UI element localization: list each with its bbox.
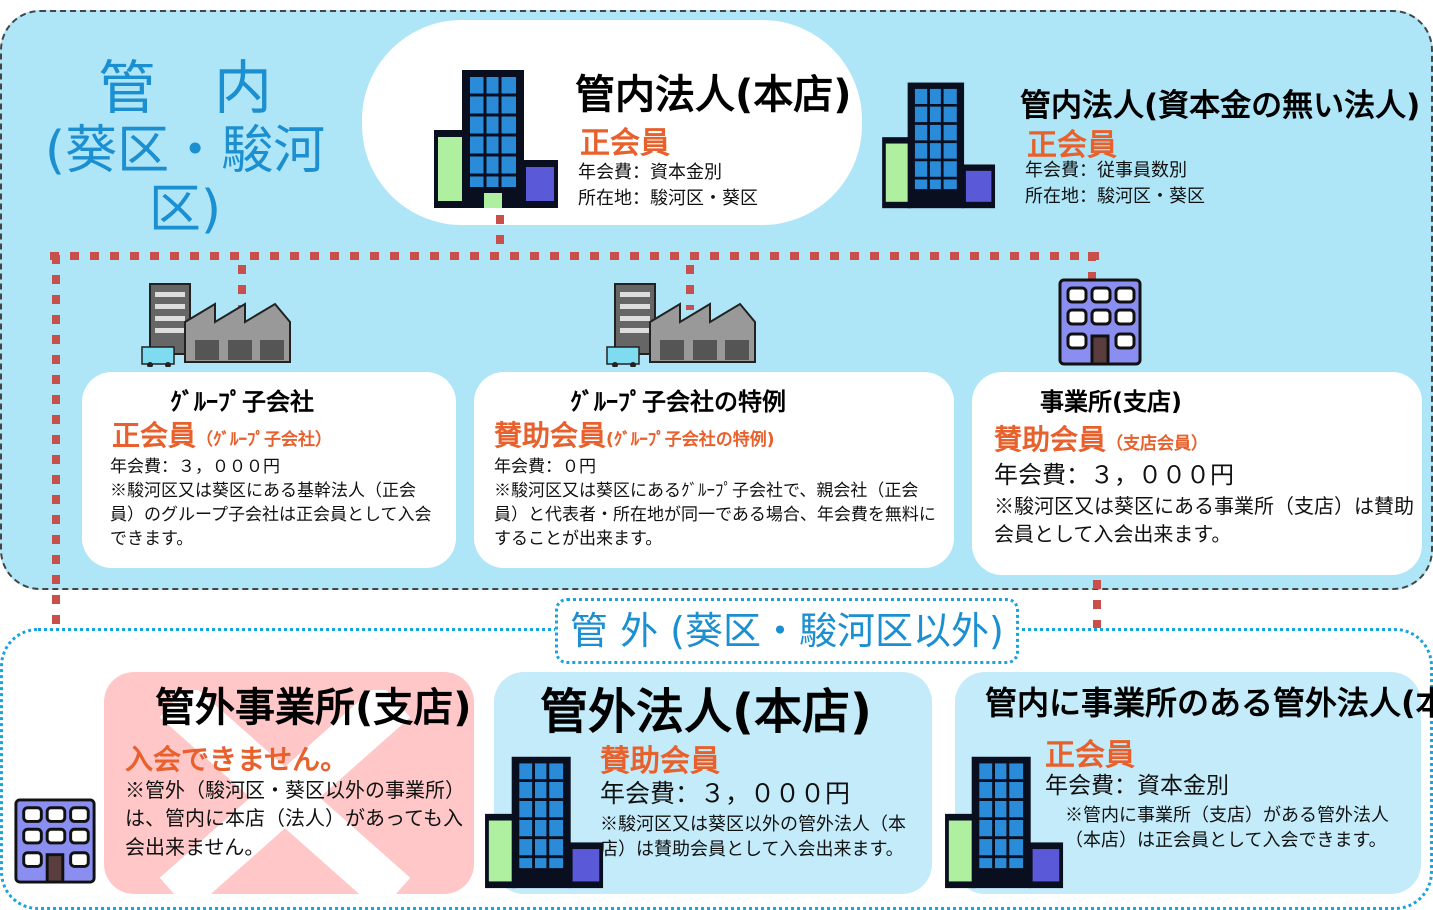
connector-branch [1088,252,1096,282]
outer-honten-name: 管外法人(本店) [540,684,872,740]
group-name: ｸﾞﾙｰﾌﾟ子会社 [170,388,314,416]
honten-line2: 所在地：駿河区・葵区 [578,187,758,209]
group-special-rank-note: (ｸﾞﾙｰﾌﾟ子会社の特例) [606,430,775,450]
group-note: ※駿河区又は葵区にある基幹法人（正会員）のグループ子会社は正会員として入会できま… [110,481,432,550]
card-group-special [474,372,954,568]
group-special-rank: 賛助会員 [494,419,607,452]
branch-rank-row: 賛助会員（支店会員） [994,418,1208,458]
group-special-note: ※駿河区又は葵区にあるｸﾞﾙｰﾌﾟ子会社で、親会社（正会員）と代表者・所在地が同… [494,481,936,550]
card-group [82,372,456,568]
outer-branch-note: ※管外（駿河区・葵区以外の事業所）は、管内に本店（法人）があっても入会出来ません… [125,778,465,859]
outer-with-office-desc: 年会費：資本金別 ※管内に事業所（支店）がある管外法人（本店）は正会員として入会… [1045,770,1405,854]
branch-building-icon [1058,278,1142,366]
connector-branch-down [1093,580,1101,675]
no-capital-name: 管内法人(資本金の無い法人) [1020,88,1421,124]
outer-with-office-note: ※管内に事業所（支店）がある管外法人（本店）は正会員として入会できます。 [1065,804,1389,852]
outer-honten-rank: 賛助会員 [600,744,720,779]
honten-name: 管内法人(本店) [575,72,852,118]
factory-icon [141,283,291,367]
honten-desc: 年会費：資本金別 所在地：駿河区・葵区 [578,160,758,211]
inner-title: 管 内 (葵区・駿河区) [20,55,350,241]
outer-honten-desc: 年会費：３，０００円 ※駿河区又は葵区以外の管外法人（本店）は賛助会員として入会… [600,776,920,863]
cross-mark-icon [159,690,411,900]
no-capital-rank: 正会員 [1027,128,1117,163]
branch-note: ※駿河区又は葵区にある事業所（支店）は賛助会員として入会出来ます。 [994,494,1414,547]
connector-group [238,265,246,310]
outer-title: 管 外 (葵区・駿河区以外) [555,598,1019,664]
card-branch [972,372,1422,575]
office-tower-icon [434,70,558,208]
group-rank-row: 正会員（ｸﾞﾙｰﾌﾟ子会社） [112,414,332,454]
no-capital-line1: 年会費：従事員数別 [1025,160,1187,181]
no-capital-line2: 所在地：駿河区・葵区 [1025,185,1205,207]
outer-honten-note: ※駿河区又は葵区以外の管外法人（本店）は賛助会員として入会出来ます。 [600,813,906,861]
group-special-rank-row: 賛助会員(ｸﾞﾙｰﾌﾟ子会社の特例) [494,414,775,454]
inner-title-line2: (葵区・駿河区) [44,120,326,241]
connector-honten [496,215,504,255]
connector-group-special [686,265,694,310]
branch-rank: 賛助会員 [994,423,1107,456]
outer-with-office-name: 管内に事業所のある管外法人(本店) [985,684,1433,722]
group-special-desc: 年会費：０円 ※駿河区又は葵区にあるｸﾞﾙｰﾌﾟ子会社で、親会社（正会員）と代表… [494,455,939,552]
outer-branch-rank: 入会できません。 [125,743,349,776]
branch-building-icon [14,798,96,884]
honten-rank: 正会員 [580,126,670,161]
honten-line1: 年会費：資本金別 [578,162,722,183]
office-tower-icon [882,82,996,209]
connector-horizontal [50,252,1100,260]
outer-honten-fee: 年会費：３，０００円 [600,779,851,808]
inner-title-line1: 管 内 [97,54,272,122]
office-tower-icon [485,756,604,889]
group-desc: 年会費：３，０００円 ※駿河区又は葵区にある基幹法人（正会員）のグループ子会社は… [110,455,440,552]
office-tower-icon [945,756,1064,889]
branch-name: 事業所(支店) [1040,388,1182,416]
group-special-name: ｸﾞﾙｰﾌﾟ子会社の特例 [570,388,786,416]
branch-rank-note: （支店会員） [1106,434,1209,454]
connector-left-vertical [52,255,60,800]
group-fee: 年会費：３，０００円 [110,457,280,477]
group-rank: 正会員 [112,419,197,452]
outer-with-office-rank: 正会員 [1045,738,1135,773]
group-special-fee: 年会費：０円 [494,457,596,477]
branch-fee: 年会費：３，０００円 [994,461,1234,489]
outer-branch-name: 管外事業所(支店) [155,685,472,731]
outer-with-office-fee: 年会費：資本金別 [1045,773,1229,799]
factory-icon [606,283,756,367]
no-capital-desc: 年会費：従事員数別 所在地：駿河区・葵区 [1025,158,1205,209]
branch-desc: 年会費：３，０００円 ※駿河区又は葵区にある事業所（支店）は賛助会員として入会出… [994,458,1414,549]
group-rank-note: （ｸﾞﾙｰﾌﾟ子会社） [196,430,333,450]
